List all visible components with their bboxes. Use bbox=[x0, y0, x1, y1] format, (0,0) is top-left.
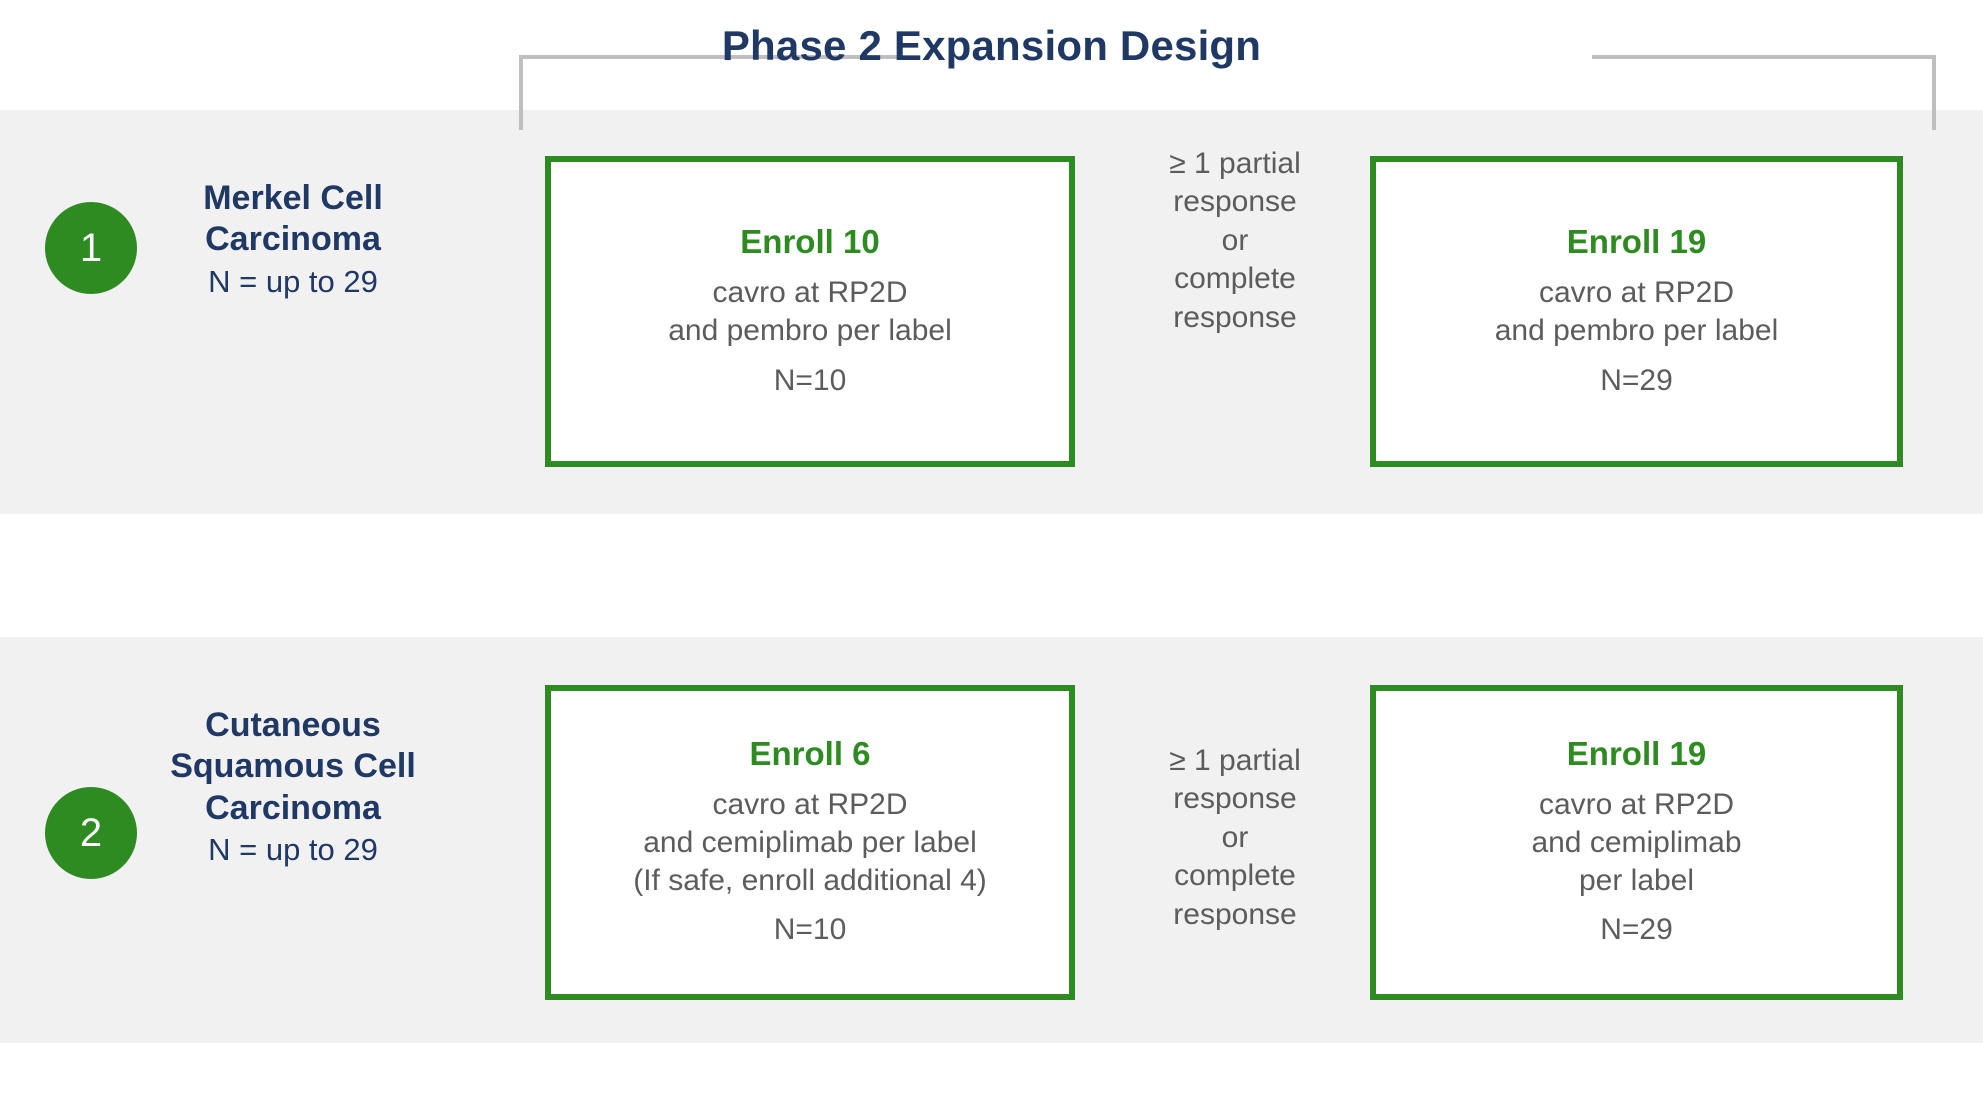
enrollment-title-1a: Enroll 10 bbox=[740, 222, 880, 260]
enrollment-details-1b: cavro at RP2D and pembro per label N=29 bbox=[1495, 274, 1779, 399]
enrollment-line-2a-3: (If safe, enroll additional 4) bbox=[633, 863, 987, 897]
enrollment-line-2b-2: and cemiplimab bbox=[1531, 825, 1742, 859]
bracket-line-right bbox=[1592, 55, 1936, 59]
criteria-line-2-1: response bbox=[1173, 782, 1297, 816]
spacer bbox=[668, 350, 952, 362]
enrollment-line-2a-1: cavro at RP2D bbox=[712, 788, 908, 822]
criteria-line-2-2: or bbox=[1221, 820, 1249, 854]
spacer bbox=[633, 899, 987, 911]
cohort-enrollment-2: N = up to 29 bbox=[208, 832, 378, 868]
criteria-line-1-2: or bbox=[1221, 223, 1249, 257]
enrollment-title-2b: Enroll 19 bbox=[1566, 734, 1707, 772]
enrollment-line-2a-2: and cemiplimab per label bbox=[643, 825, 977, 859]
enrollment-n-2a: N=10 bbox=[773, 913, 847, 947]
cohort-name-1: Merkel Cell Carcinoma bbox=[203, 179, 383, 259]
enrollment-line-1a-2: and pembro per label bbox=[668, 313, 952, 347]
page-title: Phase 2 Expansion Design bbox=[721, 22, 1262, 69]
criteria-line-2-4: response bbox=[1173, 897, 1297, 931]
enrollment-n-1a: N=10 bbox=[773, 363, 847, 397]
enrollment-line-1b-2: and pembro per label bbox=[1494, 313, 1779, 347]
criteria-line-2-3: complete bbox=[1174, 859, 1296, 893]
enrollment-line-1a-1: cavro at RP2D bbox=[712, 275, 908, 309]
criteria-line-1-1: response bbox=[1173, 185, 1297, 219]
enrollment-box-1b[interactable]: Enroll 19 cavro at RP2D and pembro per l… bbox=[1370, 156, 1903, 467]
enrollment-details-2a: cavro at RP2D and cemiplimab per label (… bbox=[633, 786, 987, 949]
enrollment-details-2b: cavro at RP2D and cemiplimab per label N… bbox=[1531, 786, 1741, 949]
cohort-label-2: Cutaneous Squamous Cell Carcinoma N = up… bbox=[143, 705, 443, 869]
criteria-line-1-0: ≥ 1 partial bbox=[1169, 147, 1301, 180]
enrollment-title-2a: Enroll 6 bbox=[749, 734, 871, 772]
enrollment-box-2a[interactable]: Enroll 6 cavro at RP2D and cemiplimab pe… bbox=[545, 685, 1075, 1000]
enrollment-line-2b-3: per label bbox=[1578, 863, 1695, 897]
bracket-tick-right bbox=[1932, 55, 1936, 130]
response-criteria-1: ≥ 1 partial response or complete respons… bbox=[1110, 145, 1360, 337]
enrollment-box-2b[interactable]: Enroll 19 cavro at RP2D and cemiplimab p… bbox=[1370, 685, 1903, 1000]
criteria-line-2-0: ≥ 1 partial bbox=[1169, 744, 1301, 777]
cohort-row-2: 2 Cutaneous Squamous Cell Carcinoma N = … bbox=[0, 637, 1983, 1043]
enrollment-line-2b-1: cavro at RP2D bbox=[1538, 788, 1735, 822]
enrollment-n-1b: N=29 bbox=[1600, 363, 1673, 397]
cohort-enrollment-1: N = up to 29 bbox=[208, 263, 378, 299]
bracket-line-left bbox=[519, 55, 899, 59]
spacer bbox=[1495, 350, 1779, 362]
cohort-row-1: 1 Merkel Cell Carcinoma N = up to 29 Enr… bbox=[0, 110, 1983, 514]
cohort-name-2: Cutaneous Squamous Cell Carcinoma bbox=[170, 706, 416, 827]
cohort-number-badge-2: 2 bbox=[45, 787, 137, 879]
cohort-number-badge-1: 1 bbox=[45, 202, 137, 294]
enrollment-box-1a[interactable]: Enroll 10 cavro at RP2D and pembro per l… bbox=[545, 156, 1075, 467]
criteria-line-1-4: response bbox=[1173, 300, 1297, 334]
enrollment-details-1a: cavro at RP2D and pembro per label N=10 bbox=[668, 274, 952, 399]
enrollment-line-1b-1: cavro at RP2D bbox=[1538, 275, 1735, 309]
bracket-tick-left bbox=[519, 55, 523, 130]
cohort-label-1: Merkel Cell Carcinoma N = up to 29 bbox=[143, 178, 443, 301]
enrollment-n-2b: N=29 bbox=[1600, 913, 1673, 947]
response-criteria-2: ≥ 1 partial response or complete respons… bbox=[1110, 742, 1360, 934]
spacer bbox=[1531, 899, 1741, 911]
enrollment-title-1b: Enroll 19 bbox=[1566, 222, 1707, 260]
criteria-line-1-3: complete bbox=[1174, 262, 1296, 296]
